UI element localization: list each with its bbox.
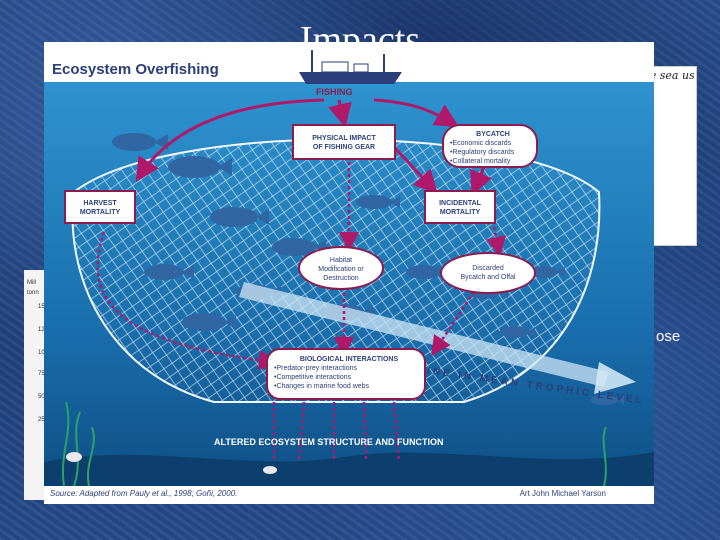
chart-tick: 125 [38, 327, 49, 333]
discarded-bycatch-box: Discarded Bycatch and Offal [440, 252, 536, 294]
habitat-modification-box: Habitat Modification or Destruction [298, 246, 384, 290]
harvest-mortality-box: HARVEST MORTALITY [64, 190, 136, 224]
chart-tick: 75 [38, 371, 45, 377]
figure-title: Ecosystem Overfishing [52, 61, 219, 78]
biological-title: BIOLOGICAL INTERACTIONS [299, 356, 399, 363]
bycatch-title: BYCATCH [476, 131, 510, 138]
fishing-boat-icon [299, 50, 402, 84]
seaweed-icon [62, 401, 607, 487]
incidental-mortality-box: INCIDENTAL MORTALITY [424, 190, 496, 224]
box-line: INCIDENTAL [439, 200, 481, 207]
figure-source: Source: Adapted from Pauly et al., 1998;… [50, 489, 238, 498]
cartoon-caption: ake the sea us [615, 69, 695, 82]
physical-impact-box: PHYSICAL IMPACT OF FISHING GEAR [292, 124, 396, 160]
figure-credit: Art John Michael Yarson [519, 489, 606, 498]
box-line: HARVEST [83, 200, 117, 207]
bycatch-item: •Economic discards [450, 140, 512, 147]
chart-tick: 25 [38, 417, 45, 423]
fishing-label: FISHING [316, 87, 353, 97]
box-line: Bycatch and Offal [460, 274, 516, 281]
ecosystem-overfishing-figure: Ecosystem Overfishing [44, 42, 654, 504]
bycatch-box: BYCATCH •Economic discards •Regulatory d… [442, 124, 538, 168]
chart-tick: 150 [38, 304, 49, 310]
box-line: Destruction [323, 275, 359, 282]
box-line: Habitat [329, 257, 353, 264]
slide-text-fragment: ose [656, 328, 681, 345]
chart-tick: 50 [38, 394, 45, 400]
box-line: MORTALITY [79, 209, 121, 216]
box-line: Discarded [472, 265, 504, 272]
biological-item: •Competitive interactions [274, 374, 352, 381]
chart-tick: 100 [38, 350, 49, 356]
box-line: PHYSICAL IMPACT [312, 135, 376, 142]
biological-interactions-box: BIOLOGICAL INTERACTIONS •Predator-prey i… [266, 348, 426, 400]
figure-footer: Source: Adapted from Pauly et al., 1998;… [44, 486, 654, 504]
biological-item: •Changes in marine food webs [274, 383, 370, 390]
box-line: Modification or [318, 266, 364, 273]
chart-tick: tonn [27, 290, 39, 296]
box-line: OF FISHING GEAR [312, 144, 376, 151]
box-line: MORTALITY [439, 209, 481, 216]
altered-ecosystem-label: ALTERED ECOSYSTEM STRUCTURE AND FUNCTION [214, 437, 444, 447]
bycatch-item: •Collateral mortality [450, 158, 511, 165]
crab-icon [66, 452, 277, 474]
chart-tick: Mill [27, 280, 36, 286]
bycatch-item: •Regulatory discards [450, 149, 515, 156]
biological-item: •Predator-prey interactions [274, 365, 357, 372]
